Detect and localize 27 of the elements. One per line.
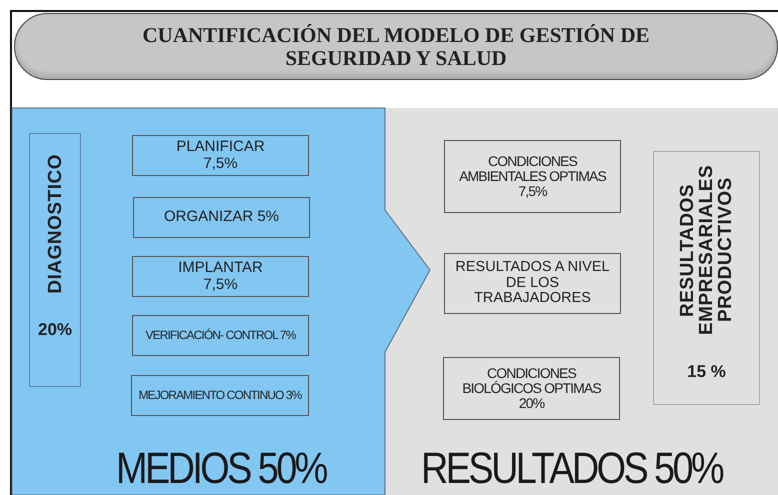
box-label: IMPLANTAR 7,5% <box>177 260 264 293</box>
process-box <box>131 375 309 416</box>
box-label: CONDICIONES BIOLÓGICOS OPTIMAS 20% <box>461 366 602 412</box>
results-panel <box>385 108 778 495</box>
result-box <box>444 140 621 213</box>
result-box <box>444 253 621 314</box>
process-box <box>133 197 310 238</box>
box-label: CONDICIONES AMBIENTALES OPTIMAS 7,5% <box>458 154 608 200</box>
box-label: VERIFICACIÓN- CONTROL 7% <box>146 329 296 342</box>
result-box <box>443 357 620 420</box>
title-text: CUANTIFICACIÓN DEL MODELO DE GESTIÓN DE SEGURIDAD Y SALUD <box>142 24 650 69</box>
vertical-label: RESULTADOS EMPRESARIALES PRODUCTIVOS <box>678 164 735 338</box>
percentage-label: 20% <box>38 320 72 340</box>
box-label: PLANIFICAR 7,5% <box>175 139 266 172</box>
process-box <box>132 135 309 176</box>
percentage-label: 15 % <box>687 362 726 382</box>
panel-heading: RESULTADOS 50% <box>421 447 722 491</box>
box-label: MEJORAMIENTO CONTINUO 3% <box>138 389 302 402</box>
box-label: RESULTADOS A NIVEL DE LOS TRABAJADORES <box>454 260 611 307</box>
panel-heading: MEDIOS 50% <box>116 447 326 491</box>
process-box <box>132 256 309 297</box>
result-box <box>653 151 760 405</box>
diagnosis-box <box>29 133 81 387</box>
box-label: ORGANIZAR 5% <box>164 209 280 226</box>
title-banner <box>14 13 778 80</box>
vertical-label: DIAGNOSTICO <box>46 154 64 294</box>
process-box <box>132 315 309 356</box>
